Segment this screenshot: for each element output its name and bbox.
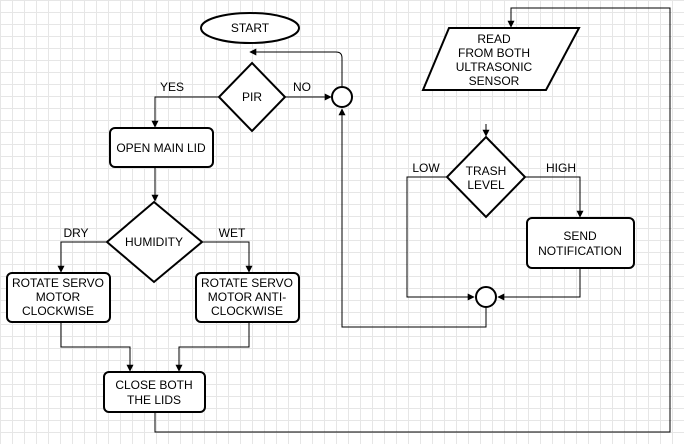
edge-humidity-wet: [202, 241, 253, 273]
wet-label: WET: [219, 226, 246, 240]
edge-junction-to-junction: [338, 108, 487, 328]
open-main-lid-process: OPEN MAIN LID: [109, 127, 214, 168]
send-notification-line-1: SEND: [563, 229, 597, 243]
rotate-acw-line-3: CLOCKWISE: [211, 304, 283, 318]
read-sensor-io: READ FROM BOTH ULTRASONIC SENSOR: [421, 27, 581, 91]
open-main-lid-label: OPEN MAIN LID: [116, 141, 206, 155]
humidity-label: HUMIDITY: [125, 235, 183, 249]
send-notification-process: SEND NOTIFICATION: [526, 217, 635, 269]
start-node: START: [200, 12, 300, 44]
read-sensor-line-4: SENSOR: [469, 74, 520, 88]
yes-label: YES: [160, 80, 184, 94]
edge-trash-high: [525, 176, 584, 218]
trash-level-line-1: TRASH: [466, 164, 507, 178]
high-label: HIGH: [546, 161, 576, 175]
edge-pir-yes: [151, 96, 219, 128]
read-sensor-line-2: FROM BOTH: [458, 46, 530, 60]
trash-level-line-2: LEVEL: [467, 178, 505, 192]
connectors: [57, 7, 671, 433]
close-lids-line-2: THE LIDS: [127, 393, 181, 407]
rotate-acw-line-1: ROTATE SERVO: [201, 276, 293, 290]
edge-cw-to-close: [60, 322, 134, 372]
merge-connector-right: [475, 286, 497, 308]
edge-trash-low: [406, 176, 475, 301]
trash-level-decision: TRASH LEVEL: [445, 135, 527, 219]
rotate-cw-line-1: ROTATE SERVO: [12, 276, 104, 290]
read-sensor-line-3: ULTRASONIC: [456, 60, 533, 74]
edge-loop-back-pir: [249, 48, 343, 86]
close-lids-line-1: CLOSE BOTH: [115, 378, 192, 392]
edge-humidity-dry: [57, 241, 108, 273]
low-label: LOW: [412, 161, 440, 175]
rotate-cw-line-3: CLOCKWISE: [22, 304, 94, 318]
start-label: START: [231, 21, 270, 35]
merge-connector-left: [331, 86, 353, 108]
edge-notification-to-junction: [497, 268, 581, 301]
dry-label: DRY: [63, 226, 88, 240]
rotate-anticlockwise-process: ROTATE SERVO MOTOR ANTI- CLOCKWISE: [195, 272, 300, 323]
rotate-acw-line-2: MOTOR ANTI-: [208, 290, 286, 304]
pir-decision: PIR: [217, 61, 287, 133]
pir-label: PIR: [242, 90, 262, 104]
rotate-cw-line-2: MOTOR: [36, 290, 81, 304]
humidity-decision: HUMIDITY: [105, 200, 204, 284]
rotate-clockwise-process: ROTATE SERVO MOTOR CLOCKWISE: [6, 272, 111, 323]
send-notification-line-2: NOTIFICATION: [538, 244, 622, 258]
close-lids-process: CLOSE BOTH THE LIDS: [103, 371, 206, 413]
edge-acw-to-close: [175, 322, 250, 372]
edge-close-to-read: [154, 7, 671, 433]
read-sensor-line-1: READ: [477, 32, 511, 46]
no-label: NO: [293, 80, 311, 94]
